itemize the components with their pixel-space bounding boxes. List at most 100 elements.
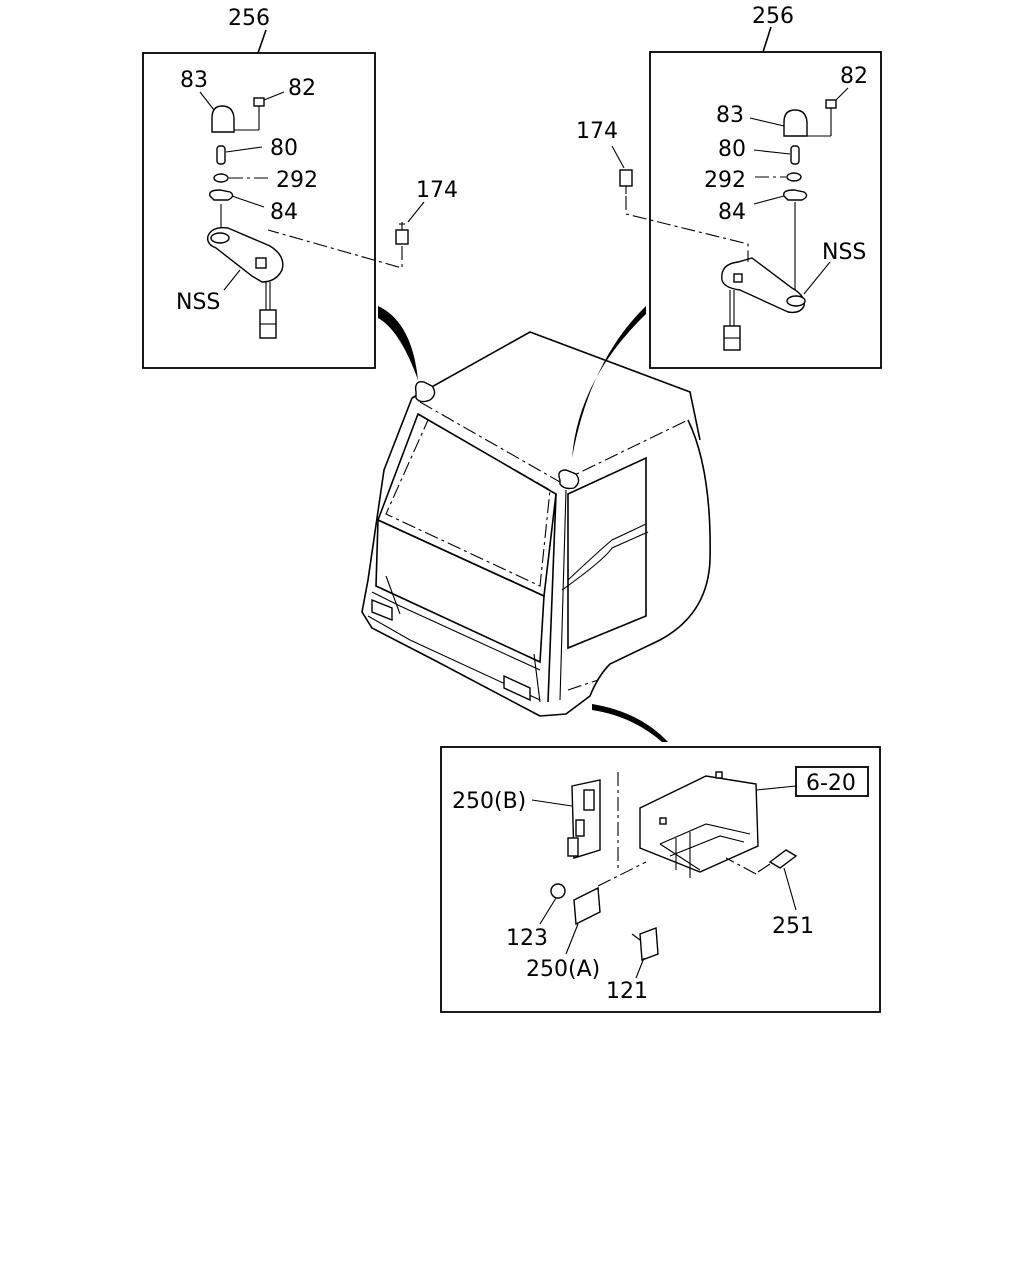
right-80-leader [753, 149, 791, 155]
123-leader [539, 897, 557, 925]
bracket-250a [573, 886, 601, 926]
right-housing-boss [733, 273, 743, 283]
250b-label: 250(B) [452, 789, 526, 814]
cab-grille-edge-right [533, 653, 541, 703]
battery-tray-posts [675, 832, 691, 878]
battery-tray-hole-2 [659, 817, 667, 825]
right-83-label: 83 [716, 103, 744, 128]
right-82-label: 82 [840, 64, 868, 89]
left-bolt-head-174 [395, 229, 409, 245]
clip-121 [639, 927, 659, 961]
cab-roof-centerline [419, 401, 561, 483]
left-84-leader [231, 195, 265, 208]
left-screw-82 [253, 97, 265, 107]
ref-box [795, 766, 869, 797]
bolt-251-path [725, 857, 757, 875]
left-lamp-cap [211, 105, 235, 133]
left-bolt-path [267, 229, 403, 269]
cab-a-pillar [547, 493, 557, 703]
battery-tray-floor [659, 823, 751, 845]
left-nss-label: NSS [176, 290, 220, 315]
left-bulb-80 [216, 145, 226, 165]
250b-leader [531, 799, 573, 807]
ref-label: 6-20 [806, 771, 856, 796]
left-housing-boss [255, 257, 267, 269]
cab-side-outline [539, 419, 711, 717]
right-174-leader [611, 145, 625, 169]
battery-tray-rib [669, 835, 745, 857]
left-80-label: 80 [270, 136, 298, 161]
right-lamp-housing [721, 257, 805, 314]
nut-123 [550, 883, 566, 899]
battery-tray [639, 775, 759, 873]
251-leader [783, 867, 797, 911]
right-84-label: 84 [718, 200, 746, 225]
left-292-label: 292 [276, 168, 318, 193]
cab-roof-rear-line [559, 419, 689, 483]
cab-right-roof-lamp [558, 469, 580, 490]
left-bolt-group: 174 [267, 178, 458, 269]
250a-leader [565, 923, 579, 955]
bracket-250a-guide [597, 861, 647, 887]
left-pointer-arrow [378, 306, 418, 380]
right-pointer-arrow [572, 306, 646, 458]
251-label: 251 [772, 914, 814, 939]
right-detail-panel: 256 82 83 80 292 84 NS [649, 4, 882, 369]
right-bulb-80 [790, 145, 800, 165]
left-83-leader [199, 91, 215, 111]
bracket-250b-foot [567, 837, 579, 857]
cab-door-window [567, 456, 647, 650]
right-panel-frame [649, 51, 882, 369]
right-82-leader [835, 87, 849, 101]
left-housing-socket [210, 232, 230, 244]
right-bolt-head-174 [619, 169, 633, 187]
cab-left-headlamp [371, 598, 393, 622]
battery-tray-hole-1 [715, 771, 723, 779]
left-washer-292 [213, 173, 229, 183]
cab-right-headlamp [503, 674, 531, 702]
right-lamp-cap [783, 109, 808, 137]
left-nss-leader [223, 269, 241, 291]
right-washer-292 [786, 172, 802, 182]
right-bolt-group: 174 [576, 119, 749, 262]
left-174-leader [407, 201, 425, 223]
left-80-leader [225, 146, 263, 153]
right-bolt-path [625, 196, 749, 262]
cab-door-belt-line-2 [561, 531, 649, 591]
right-83-leader [749, 117, 785, 127]
bottom-pointer-arrow [592, 704, 668, 742]
right-84-leader [753, 195, 785, 205]
left-82-leader [263, 91, 285, 101]
bolt-251-head [768, 849, 798, 869]
right-screw-82 [825, 99, 837, 109]
right-nss-label: NSS [822, 240, 866, 265]
cab-bumper-top [371, 591, 541, 671]
cab-grille-edge-left [385, 575, 401, 615]
121-label: 121 [606, 979, 648, 1004]
cab-windshield-inner [385, 419, 551, 587]
right-nss-leader [803, 261, 831, 295]
left-82-label: 82 [288, 76, 316, 101]
left-83-label: 83 [180, 68, 208, 93]
cab-left-roof-lamp [414, 381, 436, 403]
right-292-label: 292 [704, 168, 746, 193]
cab-windshield [376, 412, 557, 598]
bracket-250b-tab [575, 819, 585, 837]
cab-grille-panel [375, 518, 545, 664]
left-detail-panel: 256 83 82 80 292 84 NS [142, 6, 376, 369]
right-80-label: 80 [718, 137, 746, 162]
cab-bumper-bottom [367, 615, 541, 701]
left-gasket-84 [209, 189, 234, 201]
bracket-250b-slot [583, 789, 595, 811]
123-label: 123 [506, 926, 548, 951]
cab-door-belt-line [567, 523, 647, 581]
right-174-label: 174 [576, 119, 618, 144]
battery-tray-floor-edge [659, 843, 701, 871]
250a-label: 250(A) [526, 957, 600, 982]
right-group-leader [762, 26, 772, 53]
cab-step-line [567, 679, 599, 691]
cab-roof-outline [411, 331, 701, 441]
right-gasket-84 [783, 189, 808, 201]
left-group-label: 256 [228, 6, 270, 31]
